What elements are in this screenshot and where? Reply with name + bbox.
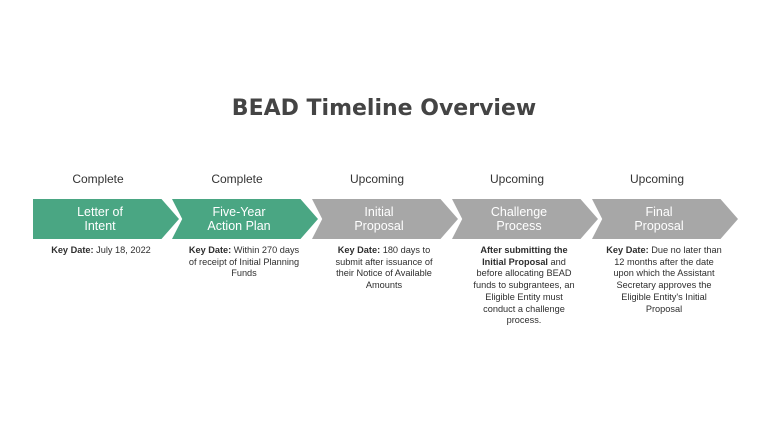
step-description-bold: Key Date: xyxy=(606,245,649,255)
timeline-step-letter-of-intent: Complete Letter of Intent Key Date: July… xyxy=(33,0,181,432)
step-status: Upcoming xyxy=(629,172,685,186)
step-description-bold: Key Date: xyxy=(188,245,232,255)
step-description-text: 180 days to submit after issuance of the… xyxy=(335,245,433,291)
step-description-bold: Key Date: xyxy=(337,245,381,255)
timeline-step-five-year-action-plan: Complete Five-Year Action Plan Key Date:… xyxy=(172,0,320,432)
step-label-line1: Five-Year xyxy=(212,205,266,219)
step-description-text: and before allocating BEAD funds to subg… xyxy=(473,256,575,326)
step-description-text: Within 270 days of receipt of Initial Pl… xyxy=(188,245,300,279)
step-label-line2: Proposal xyxy=(634,219,684,233)
step-label-line2: Action Plan xyxy=(207,219,271,233)
step-arrow: Letter of Intent xyxy=(33,199,179,239)
step-description-bold: Key Date: xyxy=(51,245,94,255)
step-status: Upcoming xyxy=(489,172,545,186)
step-status: Complete xyxy=(211,172,263,186)
step-label-line1: Final xyxy=(645,205,673,219)
step-label-line1: Letter of xyxy=(77,205,123,219)
step-label-line2: Intent xyxy=(84,219,116,233)
step-status: Upcoming xyxy=(349,172,405,186)
step-label-line1: Challenge xyxy=(490,205,548,219)
step-description-text: July 18, 2022 xyxy=(93,245,151,255)
step-status: Complete xyxy=(72,172,124,186)
step-arrow: Final Proposal xyxy=(592,199,738,239)
step-description: Key Date: Due no later than 12 months af… xyxy=(604,245,724,315)
timeline-step-challenge-process: Upcoming Challenge Process After submitt… xyxy=(452,0,600,432)
step-label-line2: Process xyxy=(496,219,542,233)
step-description-text: Due no later than 12 months after the da… xyxy=(613,245,722,314)
step-description: Key Date: July 18, 2022 xyxy=(43,245,159,257)
step-description: After submitting the Initial Proposal an… xyxy=(468,245,580,327)
step-description: Key Date: Within 270 days of receipt of … xyxy=(186,245,302,280)
diagram-title: BEAD Timeline Overview xyxy=(231,96,537,121)
timeline-step-initial-proposal: Upcoming Initial Proposal Key Date: 180 … xyxy=(312,0,460,432)
timeline-step-final-proposal: Upcoming Final Proposal Key Date: Due no… xyxy=(592,0,740,432)
step-description-bold: After submitting the Initial Proposal xyxy=(480,245,568,267)
step-label-line2: Proposal xyxy=(354,219,404,233)
step-arrow: Challenge Process xyxy=(452,199,598,239)
step-arrow: Initial Proposal xyxy=(312,199,458,239)
step-label-line1: Initial xyxy=(364,205,394,219)
step-description: Key Date: 180 days to submit after issua… xyxy=(326,245,442,292)
step-arrow: Five-Year Action Plan xyxy=(172,199,318,239)
